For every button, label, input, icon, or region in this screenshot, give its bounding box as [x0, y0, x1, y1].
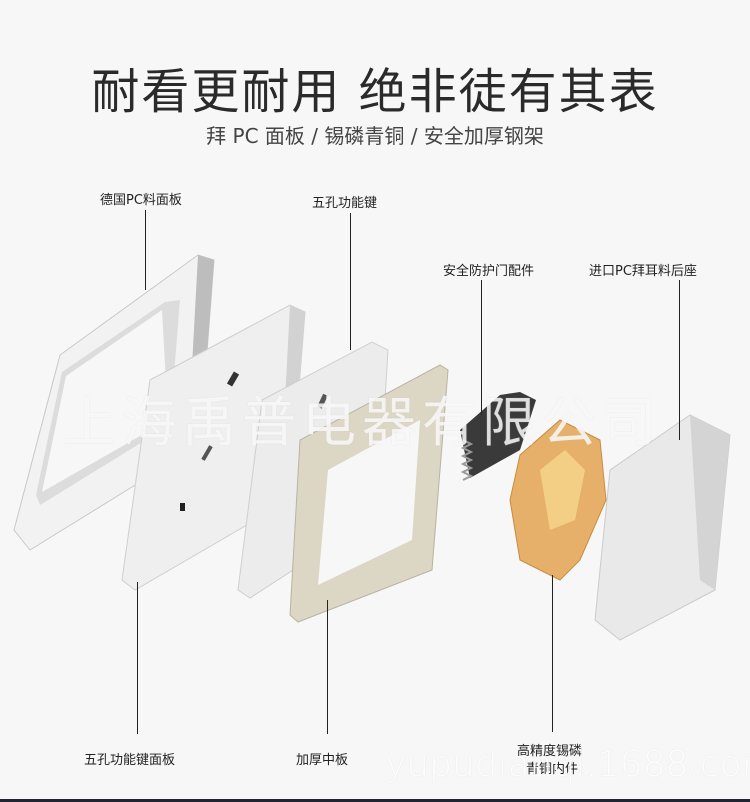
- leader-line-key-panel: [137, 582, 138, 734]
- rear-base: [594, 414, 731, 641]
- copper-contacts: [509, 419, 607, 581]
- leader-line-rear-base: [679, 280, 680, 440]
- label-mid-plate: 加厚中板: [296, 753, 349, 768]
- page-subtitle: 拜 PC 面板 / 锡磷青铜 / 安全加厚钢架: [206, 124, 544, 148]
- bottom-bar: [0, 799, 750, 802]
- label-copper-line1: 高精度锡磷: [517, 744, 583, 759]
- label-five-hole-keys: 五孔功能键: [312, 196, 378, 211]
- label-copper-line2: 青铜内件: [526, 762, 579, 777]
- leader-line-copper: [552, 575, 553, 732]
- leader-line-mid-plate: [327, 600, 328, 734]
- page-title: 耐看更耐用 绝非徒有其表: [91, 64, 659, 120]
- leader-line-pc-frame: [145, 210, 146, 290]
- label-key-panel: 五孔功能键面板: [84, 753, 176, 768]
- label-rear-base: 进口PC拜耳料后座: [589, 264, 697, 279]
- label-pc-frame: 德国PC料面板: [100, 193, 182, 208]
- leader-line-five-hole-keys: [350, 213, 351, 350]
- safety-shutter: [460, 392, 536, 481]
- label-safety-shutter: 安全防护门配件: [443, 264, 535, 279]
- steel-mid-plate: [289, 364, 449, 623]
- pc-frame-panel: [13, 254, 215, 551]
- leader-line-safety-shutter: [481, 280, 482, 415]
